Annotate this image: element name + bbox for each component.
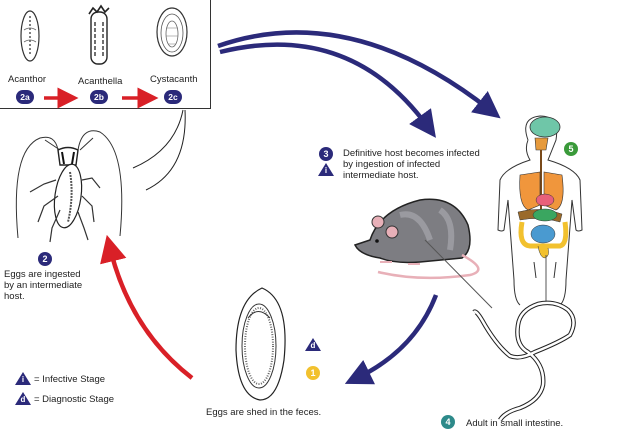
cockroach-icon — [15, 130, 123, 243]
infective-stage-icon: i — [318, 163, 334, 176]
step2-line: host. — [4, 291, 25, 302]
badge-4: 4 — [441, 415, 455, 429]
egg-icon — [235, 287, 286, 401]
step3-text: Definitive host becomes infected by inge… — [343, 148, 480, 181]
label-acanthella: Acanthella — [78, 76, 123, 87]
pointer-line — [424, 239, 493, 309]
rat-icon — [353, 198, 480, 280]
legend-diagnostic-icon: d — [15, 392, 31, 405]
step4-text: Adult in small intestine. — [466, 418, 564, 429]
arrow-to-rat — [219, 42, 436, 138]
step3-line: intermediate host. — [343, 170, 419, 181]
badge-1: 1 — [306, 366, 320, 380]
step2-line: by an intermediate — [4, 280, 83, 291]
step3-line: by ingestion of infected — [343, 159, 441, 170]
badge-2b: 2b — [90, 90, 108, 104]
step2-text: Eggs are ingested by an intermediate hos… — [4, 269, 82, 302]
step1-text: Eggs are shed in the feces. — [206, 407, 322, 418]
callout-line — [145, 109, 186, 191]
badge-3: 3 — [319, 147, 333, 161]
label-acanthor: Acanthor — [8, 74, 47, 85]
legend-mark: d — [20, 395, 26, 404]
diagnostic-stage-icon: d — [305, 338, 321, 351]
legend-infective-text: = Infective Stage — [34, 374, 106, 385]
legend-mark: i — [21, 375, 25, 384]
legend-infective-icon: i — [15, 372, 31, 385]
worm-icon — [472, 300, 576, 422]
human-anatomy-icon — [497, 115, 583, 306]
arrow-to-human — [217, 30, 501, 119]
badge-5: 5 — [564, 142, 578, 156]
infective-mark: i — [324, 166, 328, 175]
callout-line — [132, 109, 184, 169]
acanthor-icon — [20, 10, 40, 62]
step2-line: Eggs are ingested — [4, 269, 81, 280]
badge-2: 2 — [38, 252, 52, 266]
arrow-to-cockroach — [100, 234, 194, 380]
step3-line: Definitive host becomes infected — [343, 148, 480, 159]
cystacanth-icon — [156, 7, 188, 57]
legend-diagnostic-text: = Diagnostic Stage — [34, 394, 115, 405]
label-cystacanth: Cystacanth — [150, 74, 198, 85]
diagnostic-mark: d — [310, 341, 316, 350]
arrow-to-egg — [344, 294, 439, 385]
badge-2a: 2a — [16, 90, 34, 104]
badge-2c: 2c — [164, 90, 182, 104]
acanthella-icon — [88, 4, 110, 65]
